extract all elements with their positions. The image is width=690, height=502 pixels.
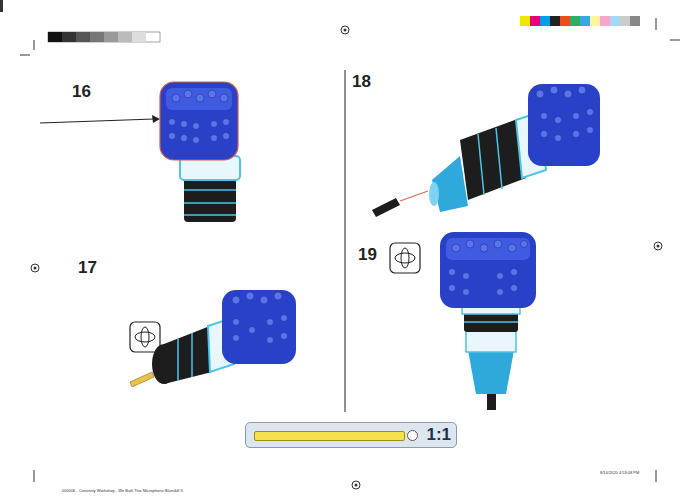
step19-microphone <box>390 232 536 410</box>
print-marks <box>0 0 680 489</box>
footer-text: 000006 - Creativity Workshop - We Built … <box>62 488 183 493</box>
step16-microphone <box>40 82 240 222</box>
scale-ruler: 1:1 <box>245 422 457 448</box>
scale-bar <box>254 431 405 441</box>
print-date: 8/14/2020 4:53:08 PM <box>600 470 639 475</box>
step-number: 17 <box>78 258 97 278</box>
step-divider <box>345 70 346 412</box>
step-number: 18 <box>352 72 371 92</box>
scale-text: 1:1 <box>426 425 451 445</box>
step-number: 16 <box>72 82 91 102</box>
step18-microphone <box>372 84 600 217</box>
scale-marker <box>407 430 418 441</box>
step-number: 19 <box>358 245 377 265</box>
step17-microphone <box>130 290 296 387</box>
